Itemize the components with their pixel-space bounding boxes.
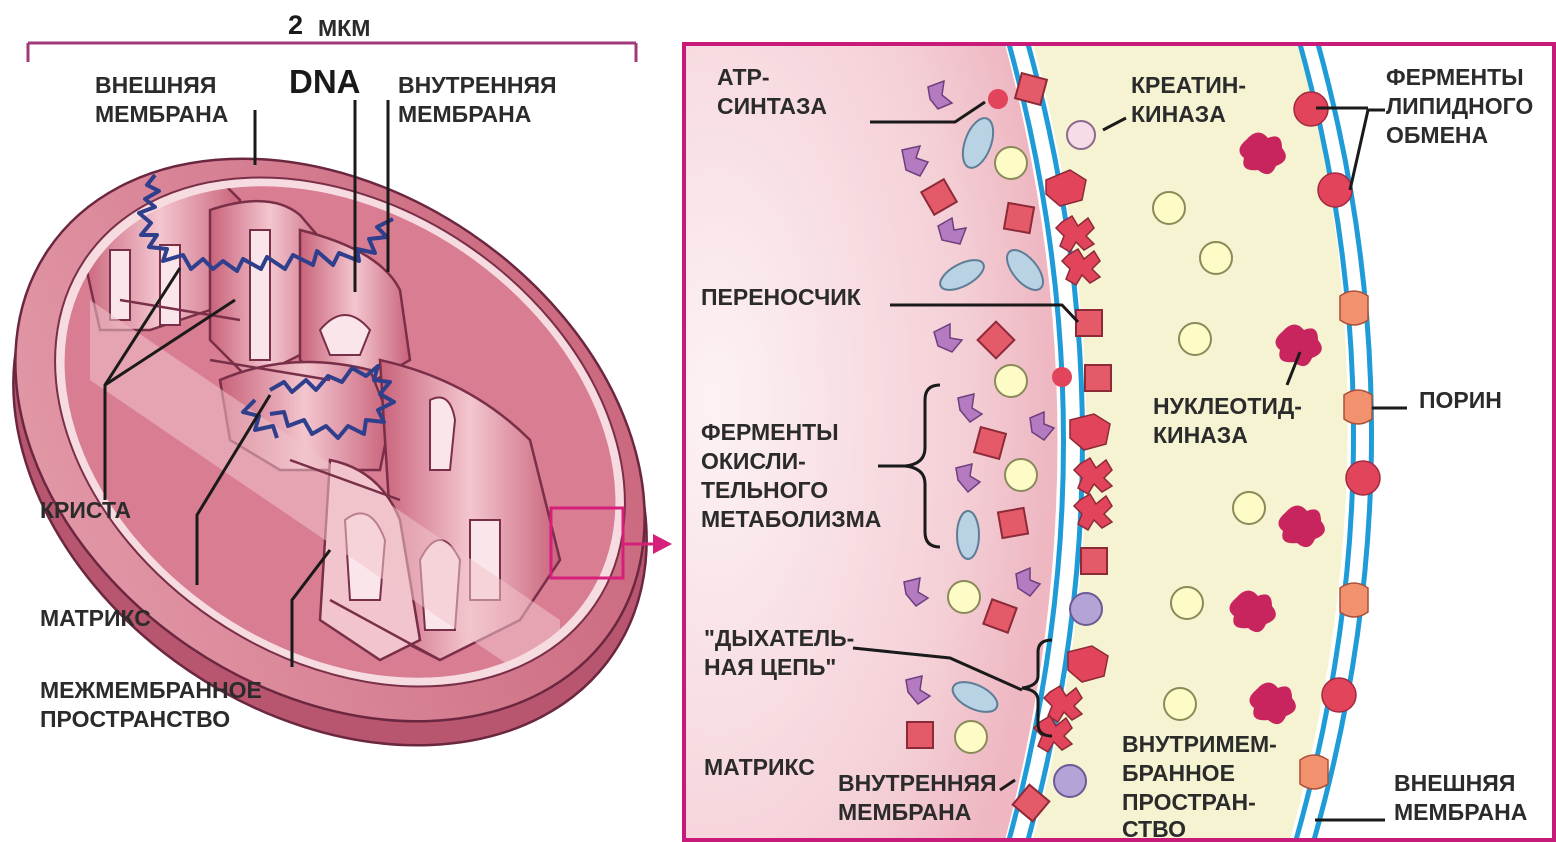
intermembrane-label-1: ВНУТРИМЕМ- — [1122, 731, 1277, 757]
oxidative-enzymes-label-3: ТЕЛЬНОГО — [701, 477, 828, 503]
carrier-label: ПЕРЕНОСЧИК — [701, 284, 862, 310]
lipid-enzymes-label-2: ЛИПИДНОГО — [1386, 93, 1533, 119]
intermembrane-space-label-2: ПРОСТРАНСТВО — [40, 706, 230, 732]
creatine-kinase-label-1: КРЕАТИН- — [1131, 72, 1246, 98]
atp-synthase-label-1: АТР- — [717, 64, 770, 90]
inner-membrane-label-1: ВНУТРЕННЯЯ — [398, 72, 557, 98]
detail-outer-membrane-label-1: ВНЕШНЯЯ — [1394, 770, 1515, 796]
detail-matrix-label: МАТРИКС — [704, 754, 815, 780]
dna-label: DNA — [289, 63, 361, 100]
intermembrane-space-label-1: МЕЖМЕМБРАННОЕ — [40, 677, 262, 703]
scale-unit: МКМ — [318, 15, 370, 41]
nucleotide-kinase-label-2: КИНАЗА — [1153, 422, 1248, 448]
arrow-right-icon — [653, 534, 672, 554]
oxidative-enzymes-label-4: МЕТАБОЛИЗМА — [701, 506, 881, 532]
intermembrane-label-2: БРАННОЕ — [1122, 760, 1235, 786]
detail-inner-membrane-label-1: ВНУТРЕННЯЯ — [838, 770, 997, 796]
porin-label: ПОРИН — [1419, 387, 1502, 413]
respiratory-chain-label-1: "ДЫХАТЕЛЬ- — [704, 625, 854, 651]
oxidative-enzymes-label-1: ФЕРМЕНТЫ — [701, 419, 839, 445]
intermembrane-label-4: СТВО — [1122, 816, 1186, 842]
respiratory-chain-label-2: НАЯ ЦЕПЬ" — [704, 654, 836, 680]
outer-membrane-label-1: ВНЕШНЯЯ — [95, 72, 216, 98]
intermembrane-label-3: ПРОСТРАН- — [1122, 789, 1256, 815]
scale-bar: 2 МКМ — [28, 10, 636, 62]
lipid-enzymes-label-3: ОБМЕНА — [1386, 122, 1488, 148]
detail-panel: АТР- СИНТАЗА КРЕАТИН- КИНАЗА ФЕРМЕНТЫ ЛИ… — [684, 44, 1554, 842]
detail-outer-membrane-label-2: МЕМБРАНА — [1394, 799, 1527, 825]
outer-membrane-label-2: МЕМБРАНА — [95, 101, 228, 127]
oxidative-enzymes-label-2: ОКИСЛИ- — [701, 448, 806, 474]
lipid-enzymes-label-1: ФЕРМЕНТЫ — [1386, 64, 1524, 90]
matrix-label: МАТРИКС — [40, 605, 151, 631]
detail-inner-membrane-label-2: МЕМБРАНА — [838, 799, 971, 825]
crista-label: КРИСТА — [40, 497, 131, 523]
inner-membrane-label-2: МЕМБРАНА — [398, 101, 531, 127]
creatine-kinase-label-2: КИНАЗА — [1131, 101, 1226, 127]
nucleotide-kinase-label-1: НУКЛЕОТИД- — [1153, 393, 1302, 419]
atp-synthase-label-2: СИНТАЗА — [717, 93, 827, 119]
scale-value: 2 — [288, 10, 303, 40]
